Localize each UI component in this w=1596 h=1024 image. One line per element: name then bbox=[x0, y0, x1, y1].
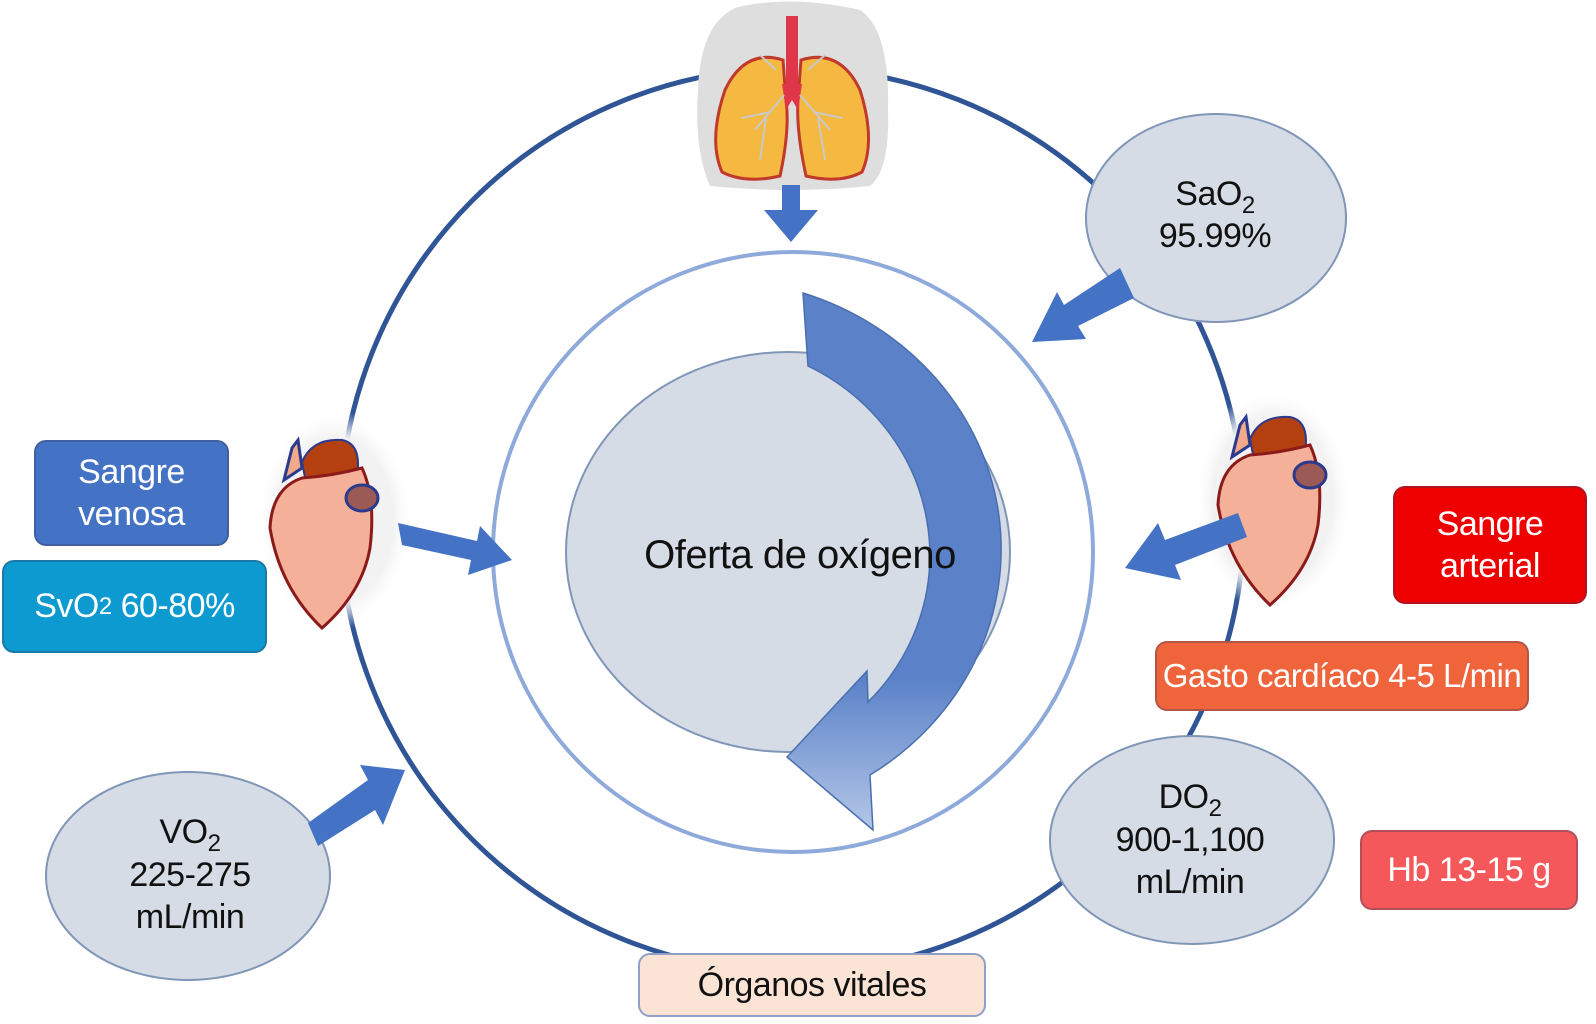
sao2-label: SaO2 95.99% bbox=[1110, 165, 1320, 265]
arterial-blood-box: Sangre arterial bbox=[1393, 486, 1587, 604]
vo2-arrow bbox=[308, 765, 405, 846]
vo2-unit: mL/min bbox=[135, 898, 245, 937]
sao2-node bbox=[1085, 113, 1347, 323]
vo2-name: VO bbox=[159, 813, 209, 852]
sao2-arrow bbox=[1032, 268, 1134, 342]
cycle-arrow bbox=[785, 291, 1002, 832]
do2-name: DO bbox=[1158, 778, 1210, 817]
sao2-value: 95.99% bbox=[1158, 217, 1272, 255]
arterial-blood-line1: Sangre bbox=[1436, 504, 1544, 543]
heart-right-icon bbox=[1216, 413, 1328, 608]
svo2-name: SvO bbox=[34, 587, 99, 626]
do2-label: DO2 900-1,100 mL/min bbox=[1085, 765, 1295, 915]
do2-value: 900-1,100 bbox=[1115, 820, 1265, 859]
sao2-sub: 2 bbox=[1241, 191, 1255, 219]
lungs-icon bbox=[697, 1, 889, 191]
vo2-value: 225-275 bbox=[129, 855, 251, 894]
do2-node bbox=[1049, 735, 1335, 945]
vo2-sub: 2 bbox=[207, 830, 221, 858]
center-ellipse bbox=[565, 351, 1011, 753]
arterial-blood-line2: arterial bbox=[1440, 547, 1540, 585]
svo2-value: 60-80% bbox=[111, 587, 236, 626]
arterial-arrow bbox=[1125, 513, 1247, 580]
venous-blood-box: Sangre venosa bbox=[34, 440, 229, 546]
vital-organs-box: Órganos vitales bbox=[638, 953, 986, 1017]
lungs-down-arrow bbox=[764, 185, 818, 242]
vo2-node bbox=[45, 771, 331, 981]
center-label: Oferta de oxígeno bbox=[644, 533, 956, 577]
sao2-name: SaO bbox=[1175, 174, 1242, 213]
do2-sub: 2 bbox=[1208, 795, 1222, 823]
venous-blood-line1: Sangre bbox=[78, 452, 185, 491]
venous-arrow bbox=[398, 523, 512, 575]
vo2-label: VO2 225-275 mL/min bbox=[85, 800, 295, 950]
venous-blood-line2: venosa bbox=[78, 495, 185, 533]
do2-unit: mL/min bbox=[1135, 863, 1245, 902]
cardiac-output-box: Gasto cardíaco 4-5 L/min bbox=[1155, 641, 1529, 711]
heart-left-icon bbox=[268, 436, 380, 631]
hb-box: Hb 13-15 g bbox=[1360, 830, 1578, 910]
